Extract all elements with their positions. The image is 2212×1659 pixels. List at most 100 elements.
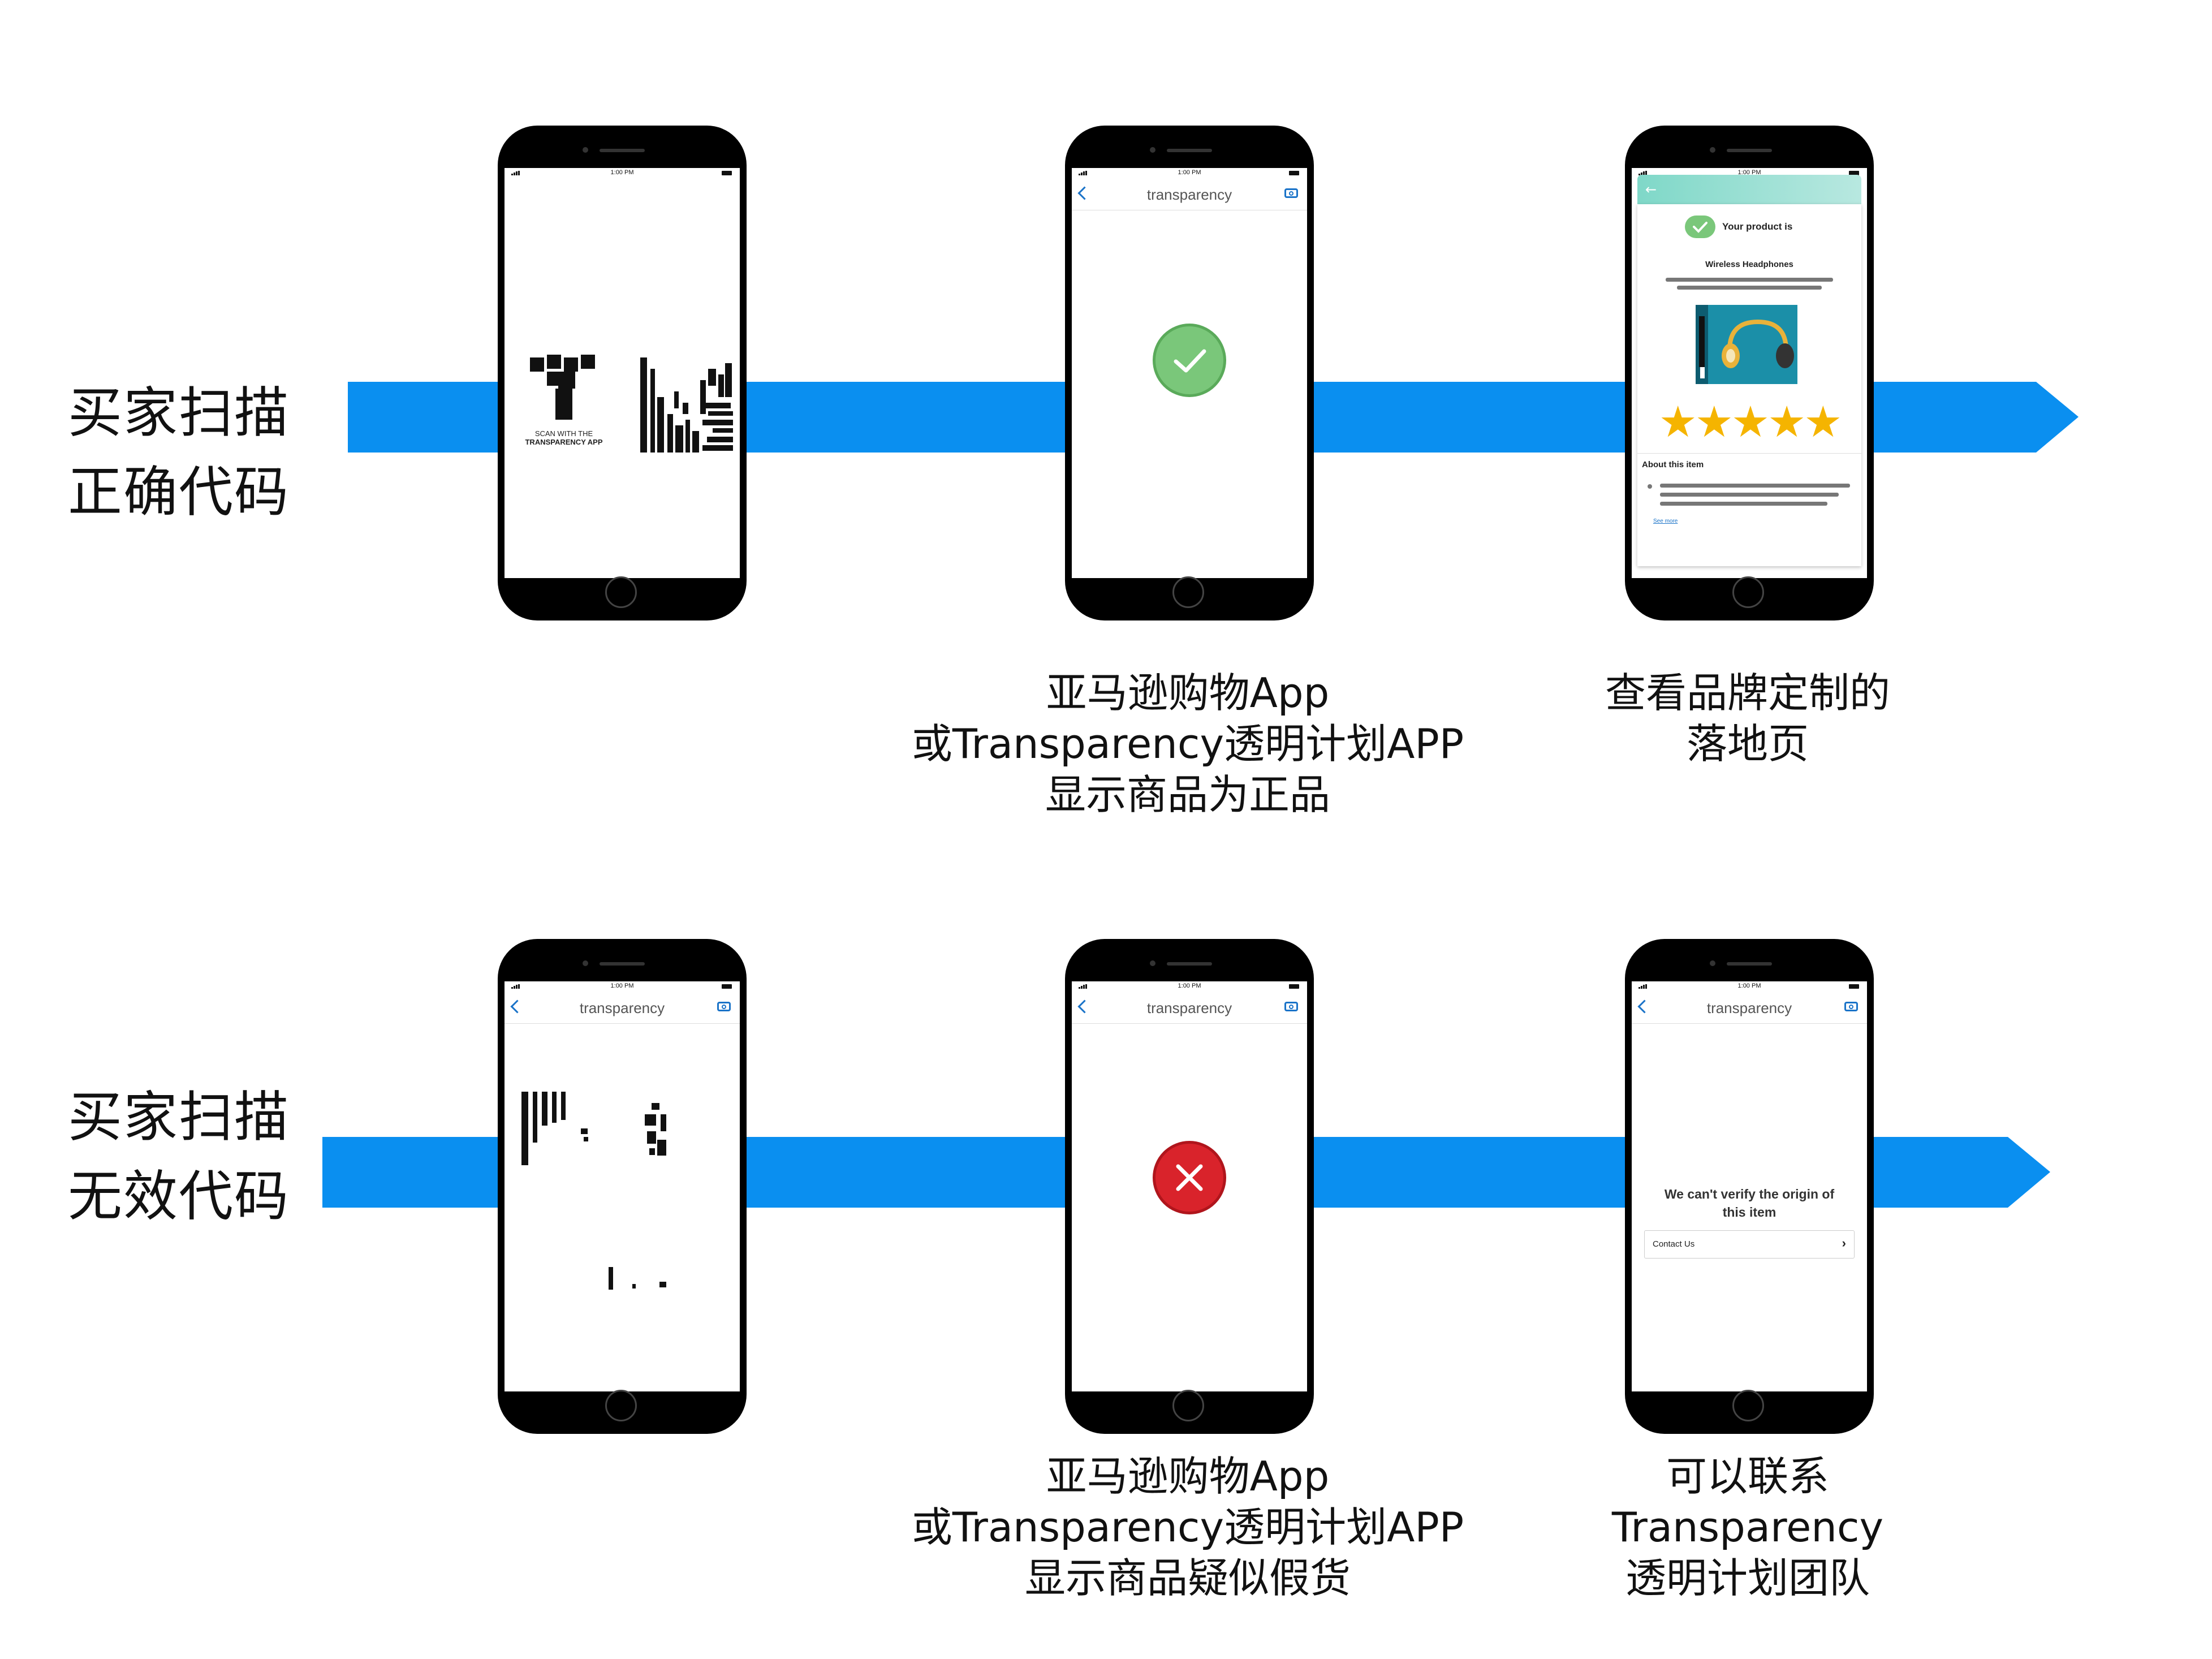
text-placeholder-line xyxy=(1666,278,1833,282)
battery-icon xyxy=(1289,171,1299,175)
contact-us-row[interactable]: Contact Us › xyxy=(1644,1230,1855,1259)
caption-genuine-line2: 或Transparency透明计划APP xyxy=(911,720,1464,768)
phone-contact: 1:00 PM transparency We can't verify the… xyxy=(1625,939,1874,1434)
star-icon: ★ xyxy=(1731,397,1770,447)
status-time: 1:00 PM xyxy=(1737,169,1761,176)
status-bar: 1:00 PM xyxy=(505,168,740,178)
camera-icon[interactable] xyxy=(1284,1002,1298,1011)
app-title: transparency xyxy=(1146,999,1232,1016)
status-bar: 1:00 PM xyxy=(1632,981,1867,992)
phone-screen: 1:00 PM transparency xyxy=(1072,981,1307,1391)
caption-contact-line3: 透明计划团队 xyxy=(1625,1554,1870,1602)
about-heading: About this item xyxy=(1642,460,1704,469)
caption-genuine-line3: 显示商品为正品 xyxy=(1045,771,1330,818)
contact-us-label: Contact Us xyxy=(1653,1239,1695,1249)
phone-screen: 1:00 PM transparency xyxy=(1072,168,1307,578)
text-placeholder-line xyxy=(1660,484,1850,488)
signal-icon xyxy=(1079,984,1087,989)
divider xyxy=(1637,453,1861,454)
phone-screen: 1:00 PM transparency xyxy=(505,981,740,1391)
caption-suspect-line3: 显示商品疑似假货 xyxy=(1024,1554,1351,1602)
transparency-logo-icon xyxy=(530,355,595,420)
row-label-invalid: 买家扫描 无效代码 xyxy=(68,1078,311,1236)
damaged-code-icon xyxy=(521,1092,666,1290)
caption-suspect: 亚马逊购物App 或Transparency透明计划APP 显示商品疑似假货 xyxy=(905,1451,1471,1604)
battery-icon xyxy=(1849,171,1859,175)
phone-screen: 1:00 PM SCAN WITH THE TRANSPARENCY APP xyxy=(505,168,740,578)
home-button xyxy=(1732,576,1764,608)
unverified-message: We can't verify the origin of this item xyxy=(1632,1185,1867,1221)
signal-icon xyxy=(511,984,520,989)
see-more-link[interactable]: See more xyxy=(1653,518,1678,524)
star-icon: ★ xyxy=(1767,397,1806,447)
phone-scan-valid: 1:00 PM SCAN WITH THE TRANSPARENCY APP xyxy=(498,126,747,620)
text-placeholder-line xyxy=(1660,502,1827,506)
rating-stars: ★★★★★ xyxy=(1637,399,1861,445)
phone-result-genuine: 1:00 PM transparency xyxy=(1065,126,1314,620)
signal-icon xyxy=(1638,171,1647,175)
home-button xyxy=(605,576,637,608)
phone-scan-invalid: 1:00 PM transparency xyxy=(498,939,747,1434)
star-icon: ★ xyxy=(1804,397,1842,447)
unverified-message-line1: We can't verify the origin of xyxy=(1664,1187,1835,1201)
signal-icon xyxy=(511,171,520,175)
check-badge-icon xyxy=(1685,216,1715,238)
phone-result-suspect: 1:00 PM transparency xyxy=(1065,939,1314,1434)
star-icon: ★ xyxy=(1694,397,1734,447)
phone-screen: 1:00 PM transparency We can't verify the… xyxy=(1632,981,1867,1391)
app-nav-bar: transparency xyxy=(505,992,740,1024)
caption-genuine: 亚马逊购物App 或Transparency透明计划APP 显示商品为正品 xyxy=(905,667,1471,820)
home-button xyxy=(1732,1390,1764,1421)
home-button xyxy=(605,1390,637,1421)
qr-code-icon xyxy=(640,357,733,453)
row-label-valid: 买家扫描 正确代码 xyxy=(68,373,311,532)
caption-genuine-line1: 亚马逊购物App xyxy=(1046,669,1330,717)
camera-icon[interactable] xyxy=(717,1002,731,1011)
caption-contact-line2: Transparency xyxy=(1611,1503,1884,1551)
landing-header-bar: ← xyxy=(1637,175,1861,204)
landing-card: Your product is Wireless Headphones ★★★★… xyxy=(1637,204,1861,566)
chevron-right-icon: › xyxy=(1842,1236,1846,1250)
error-x-icon xyxy=(1153,1141,1226,1214)
app-title: transparency xyxy=(1706,999,1792,1016)
caption-suspect-line2: 或Transparency透明计划APP xyxy=(911,1503,1464,1551)
status-time: 1:00 PM xyxy=(1178,169,1201,176)
app-title: transparency xyxy=(579,999,665,1016)
status-bar: 1:00 PM xyxy=(1632,168,1867,178)
status-time: 1:00 PM xyxy=(610,169,634,176)
row-label-valid-line1: 买家扫描 xyxy=(68,381,290,445)
status-bar: 1:00 PM xyxy=(1072,168,1307,178)
caption-landing-line2: 落地页 xyxy=(1686,720,1809,768)
caption-suspect-line1: 亚马逊购物App xyxy=(1046,1453,1330,1500)
phone-screen: 1:00 PM ← Your product is Wireless Headp… xyxy=(1632,168,1867,578)
status-time: 1:00 PM xyxy=(1737,983,1761,989)
home-button xyxy=(1172,1390,1204,1421)
camera-icon[interactable] xyxy=(1844,1002,1858,1011)
battery-icon xyxy=(1289,984,1299,989)
app-title: transparency xyxy=(1146,186,1232,203)
battery-icon xyxy=(722,171,732,175)
camera-icon[interactable] xyxy=(1284,188,1298,198)
app-nav-bar: transparency xyxy=(1632,992,1867,1024)
home-button xyxy=(1172,576,1204,608)
text-placeholder-line xyxy=(1660,493,1839,497)
caption-landing-line1: 查看品牌定制的 xyxy=(1605,669,1890,717)
bullet-icon xyxy=(1648,484,1652,489)
app-nav-bar: transparency xyxy=(1072,992,1307,1024)
battery-icon xyxy=(1849,984,1859,989)
product-name: Wireless Headphones xyxy=(1705,260,1793,269)
status-time: 1:00 PM xyxy=(1178,983,1201,989)
signal-icon xyxy=(1638,984,1647,989)
scan-caption-line1: SCAN WITH THE xyxy=(534,429,593,438)
row-label-invalid-line1: 买家扫描 xyxy=(68,1085,290,1149)
star-icon: ★ xyxy=(1658,397,1697,447)
caption-contact-line1: 可以联系 xyxy=(1666,1453,1829,1500)
back-arrow-icon[interactable]: ← xyxy=(1645,182,1657,197)
signal-icon xyxy=(1079,171,1087,175)
scan-caption-line2: TRANSPARENCY APP xyxy=(525,438,603,446)
battery-icon xyxy=(722,984,732,989)
scan-caption: SCAN WITH THE TRANSPARENCY APP xyxy=(507,429,620,446)
text-placeholder-line xyxy=(1677,286,1822,290)
phone-landing-page: 1:00 PM ← Your product is Wireless Headp… xyxy=(1625,126,1874,620)
status-bar: 1:00 PM xyxy=(1072,981,1307,992)
